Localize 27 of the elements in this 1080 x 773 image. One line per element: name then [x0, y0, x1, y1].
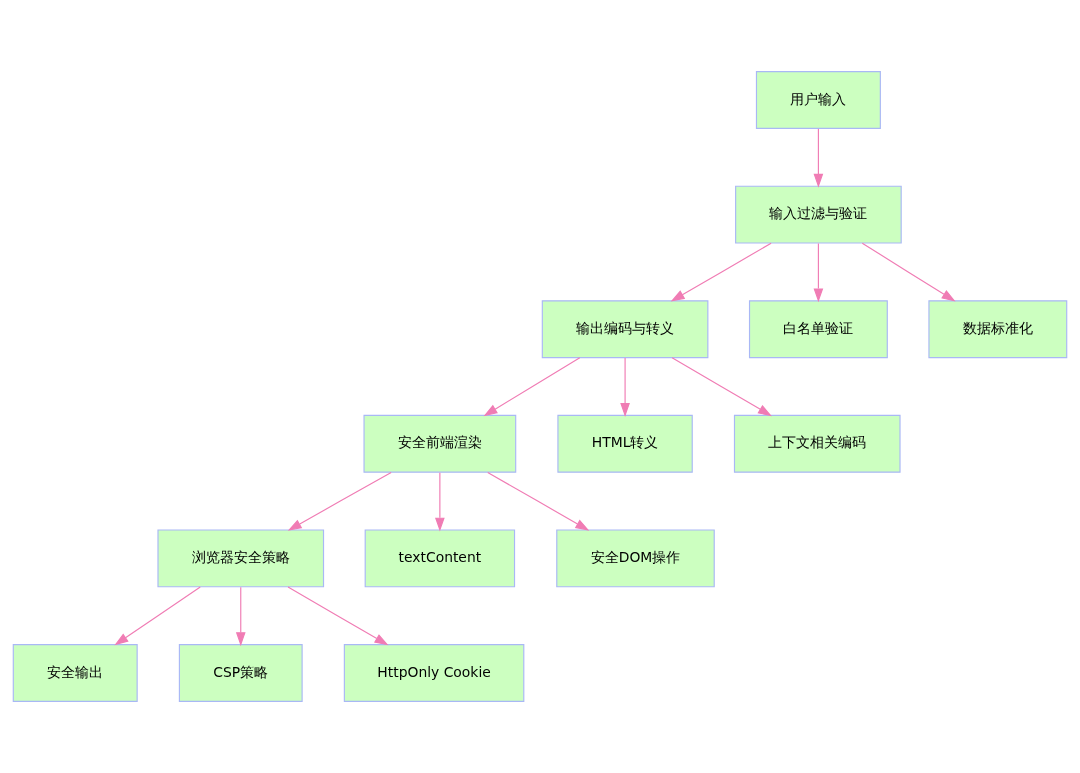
node-box: 上下文相关编码 — [733, 414, 901, 473]
arrow — [287, 471, 392, 531]
node-box: 安全前端渲染 — [363, 414, 517, 473]
node-box: HttpOnly Cookie — [343, 644, 525, 702]
node-box: 浏览器安全策略 — [157, 529, 325, 588]
arrow — [483, 357, 581, 417]
arrow — [813, 242, 824, 303]
arrow — [620, 357, 630, 417]
arrow — [861, 242, 956, 302]
node-box: 白名单验证 — [748, 300, 888, 359]
node-box: 用户输入 — [755, 71, 881, 129]
node-box: 输出编码与转义 — [541, 300, 709, 359]
arrow — [670, 242, 772, 302]
arrow — [487, 471, 590, 531]
arrow — [235, 586, 246, 647]
node-box: HTML转义 — [557, 414, 693, 473]
arrow — [287, 586, 389, 646]
node-box: 输入过滤与验证 — [735, 185, 902, 244]
arrow — [114, 586, 201, 646]
arrow — [435, 472, 445, 532]
node-box: CSP策略 — [178, 644, 303, 702]
node-box: textContent — [364, 529, 516, 588]
node-box: 安全输出 — [12, 644, 138, 702]
arrow — [671, 357, 772, 417]
arrow — [813, 128, 824, 188]
node-box: 数据标准化 — [928, 300, 1068, 359]
node-box: 安全DOM操作 — [556, 529, 715, 588]
